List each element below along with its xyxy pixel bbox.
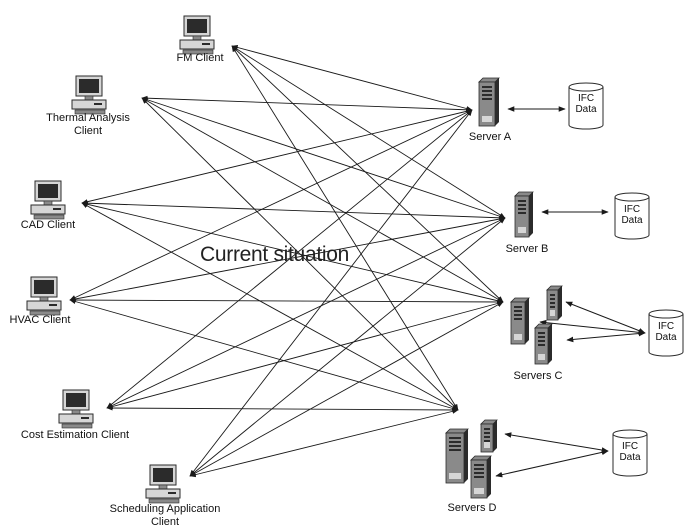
connection-hvac-c [69, 297, 504, 305]
database-cylinder-icon-d [612, 429, 648, 477]
client-label-fm: FM Client [176, 52, 224, 64]
server-tower-icon-d3 [470, 455, 492, 499]
server-label-b: Server B [505, 243, 549, 255]
connection-thermal-a [141, 95, 473, 113]
connection-thermal-b [141, 97, 506, 219]
desktop-computer-icon-sched [145, 464, 181, 504]
desktop-computer-icon-hvac [26, 276, 62, 316]
link-d1 [504, 432, 609, 453]
connection-mesh [69, 45, 506, 478]
connection-cost-d [106, 405, 459, 413]
connection-sched-d [189, 408, 459, 478]
desktop-computer-icon-cost [58, 389, 94, 429]
link-d2 [495, 449, 609, 478]
connection-sched-a [189, 109, 473, 477]
client-label-sched: Scheduling Application Client [109, 503, 221, 528]
database-cylinder-icon-b [614, 192, 650, 240]
diagram-title: Current situation [200, 243, 349, 266]
connection-cad-b [81, 200, 506, 221]
server-data-links [495, 106, 646, 478]
connection-cad-d [81, 202, 459, 411]
connection-fm-a [231, 45, 473, 111]
desktop-computer-icon-fm [179, 15, 215, 55]
link-c2 [539, 319, 646, 336]
server-tower-icon-c1 [510, 297, 530, 345]
server-tower-icon-d2 [480, 419, 498, 453]
server-tower-icon-c2 [546, 285, 563, 321]
desktop-computer-icon-cad [30, 180, 66, 220]
database-cylinder-icon-a [568, 82, 604, 130]
link-c1 [565, 301, 646, 334]
server-label-a: Server A [468, 131, 512, 143]
connection-cad-a [81, 108, 473, 205]
server-tower-icon-b [514, 191, 534, 238]
client-label-hvac: HVAC Client [9, 314, 71, 326]
client-label-thermal: Thermal Analysis Client [46, 112, 130, 137]
database-cylinder-icon-c [648, 309, 684, 357]
client-label-cost: Cost Estimation Client [20, 429, 130, 441]
server-label-d: Servers D [447, 502, 497, 514]
desktop-computer-icon-thermal [71, 75, 107, 115]
server-label-c: Servers C [513, 370, 563, 382]
server-tower-icon-c3 [534, 323, 553, 365]
client-label-cad: CAD Client [20, 219, 76, 231]
connection-cost-c [106, 301, 504, 409]
link-c3 [566, 330, 646, 343]
server-tower-icon-d1 [445, 428, 469, 484]
server-tower-icon-a [478, 77, 500, 127]
devices [26, 15, 684, 504]
